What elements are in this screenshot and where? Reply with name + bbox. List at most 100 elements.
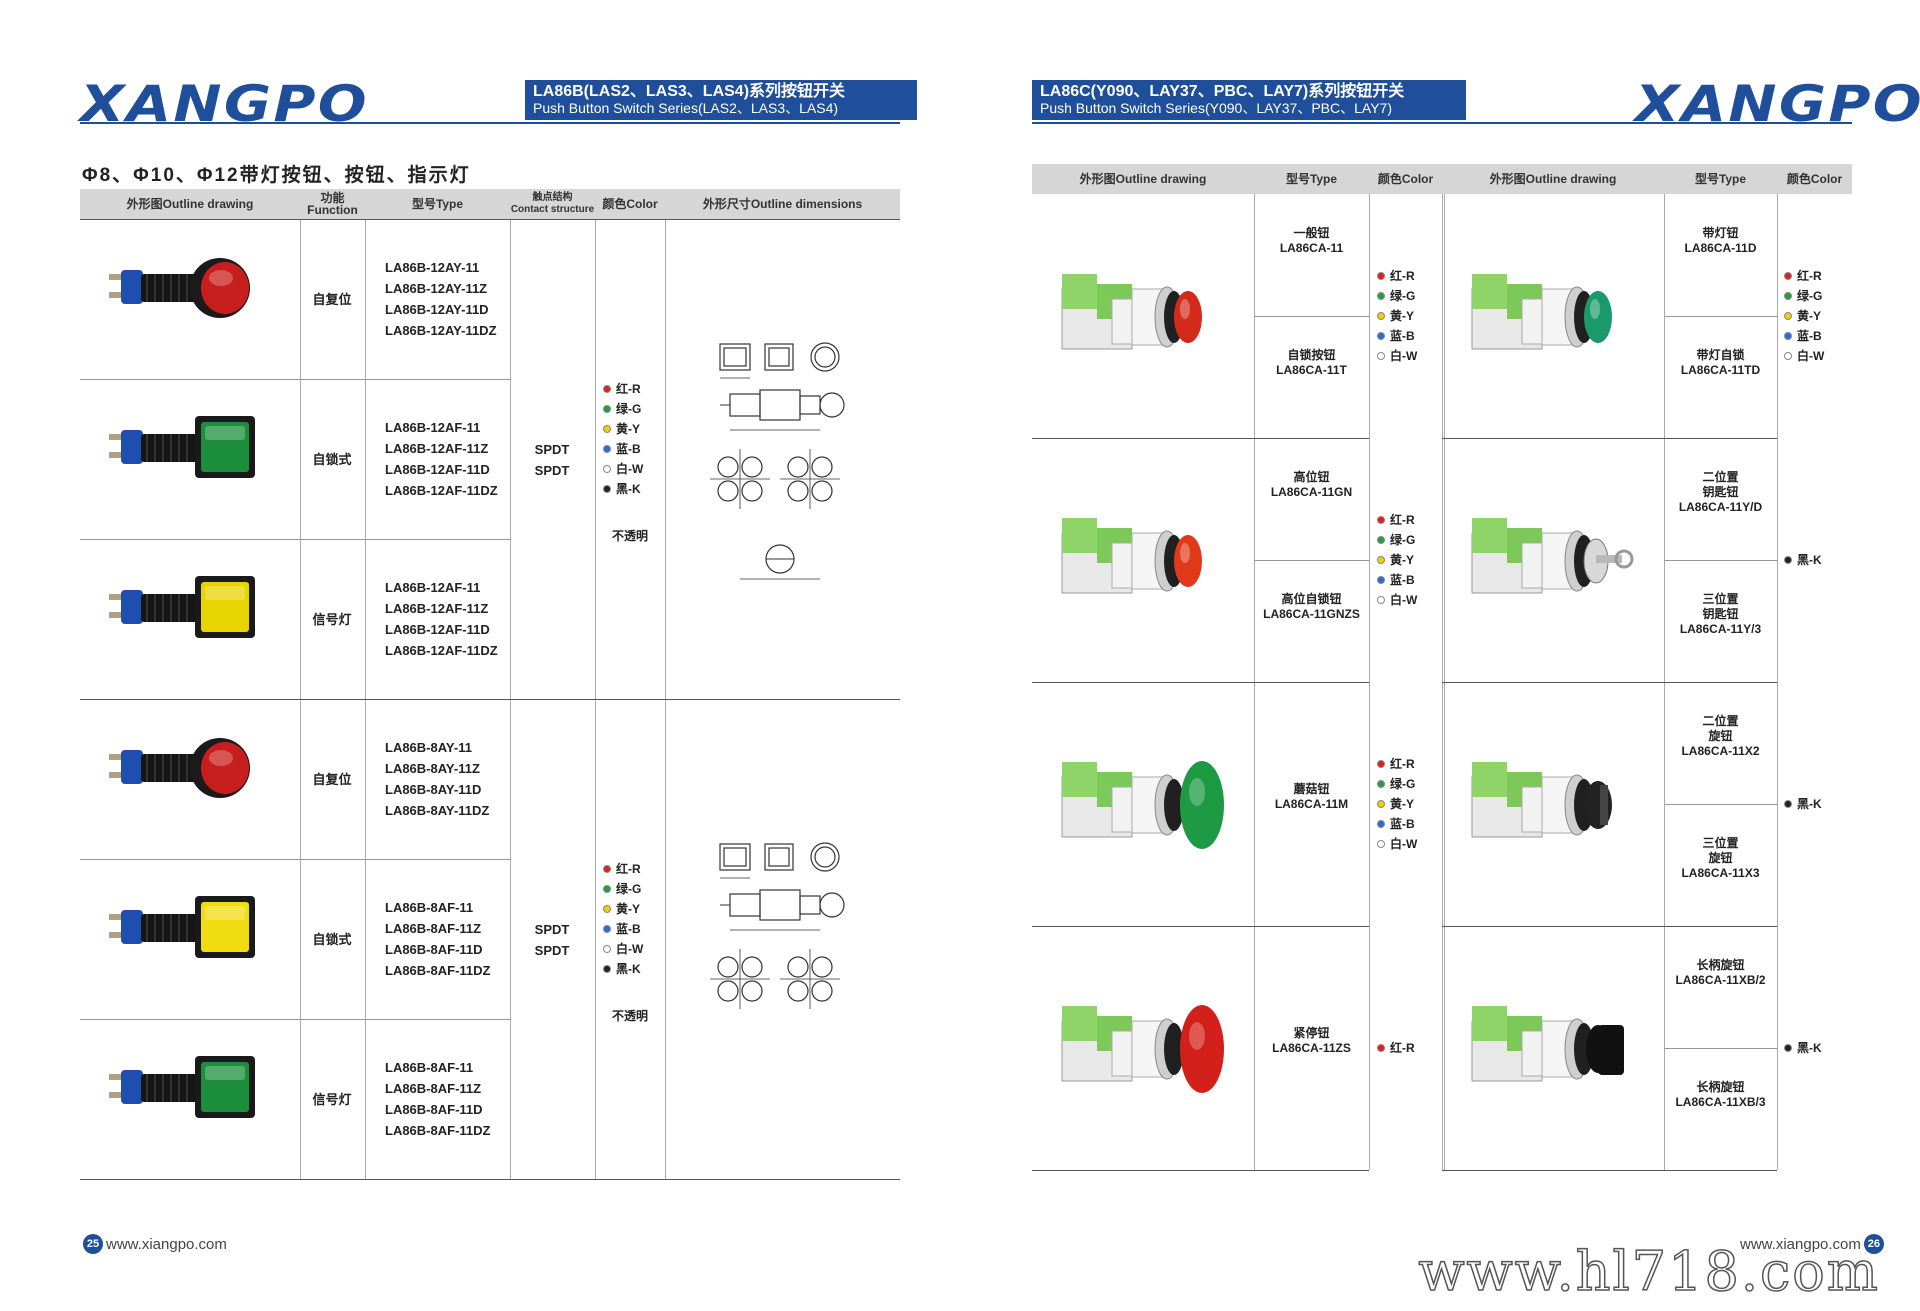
color-swatch-icon	[1377, 312, 1385, 320]
product-photo	[109, 416, 255, 478]
color-option: 黄-Y	[1784, 306, 1824, 326]
row-function: 自锁式	[312, 452, 352, 467]
color-list: 黑-K	[1784, 550, 1822, 570]
header-rule	[80, 122, 900, 124]
right-page: LA86C(Y090、LAY37、PBC、LAY7)系列按钮开关 Push Bu…	[960, 0, 1920, 1311]
color-option: 白-W	[1377, 834, 1417, 854]
type-line: LA86CA-11X3	[1681, 866, 1760, 880]
color-option: 白-W	[1377, 346, 1417, 366]
type-line: LA86CA-11XB/3	[1675, 1095, 1766, 1109]
contact-value: SPDT	[534, 463, 570, 478]
header-outline: 外形图Outline drawing	[1079, 172, 1207, 186]
color-option: 蓝-B	[603, 919, 643, 939]
color-swatch-icon	[1377, 840, 1385, 848]
type-code: LA86B-12AF-11D	[385, 462, 490, 477]
color-swatch-icon	[1377, 556, 1385, 564]
color-label: 红-R	[616, 862, 641, 876]
type-line: 蘑菇钮	[1293, 782, 1330, 796]
footer-left: 25 www.xiangpo.com	[80, 1234, 227, 1254]
color-label: 绿-G	[1390, 289, 1416, 303]
product-photo	[1061, 274, 1202, 350]
color-list: 黑-K	[1784, 794, 1822, 814]
color-option: 蓝-B	[1377, 814, 1417, 834]
type-line: LA86CA-11M	[1274, 797, 1349, 811]
type-code: LA86B-12AF-11	[385, 420, 481, 435]
color-label: 蓝-B	[1390, 573, 1415, 587]
type-code: LA86B-8AF-11D	[385, 1102, 483, 1117]
color-swatch-icon	[603, 905, 611, 913]
type-code: LA86B-12AY-11DZ	[385, 323, 497, 338]
type-line: 高位自锁钮	[1281, 592, 1342, 606]
type-line: 二位置	[1702, 714, 1739, 728]
type-code: LA86B-8AF-11DZ	[385, 1123, 491, 1138]
type-line: LA86CA-11T	[1276, 363, 1347, 377]
type-line: 一般钮	[1293, 226, 1330, 240]
banner-title-cn: LA86B(LAS2、LAS3、LAS4)系列按钮开关	[533, 83, 846, 100]
table-top-border	[80, 219, 900, 220]
type-line: LA86CA-11GN	[1270, 485, 1353, 499]
color-label: 红-R	[616, 382, 641, 396]
footer-url: www.xiangpo.com	[106, 1235, 227, 1253]
color-option: 黄-Y	[1377, 794, 1417, 814]
sub-row-divider	[1254, 316, 1369, 317]
row-divider	[1032, 1170, 1369, 1171]
color-option: 绿-G	[603, 399, 643, 419]
brand-logo: XANGPO	[80, 75, 369, 133]
color-option: 蓝-B	[1784, 326, 1824, 346]
color-swatch-icon	[1377, 576, 1385, 584]
color-swatch-icon	[1784, 332, 1792, 340]
sub-row-divider	[1254, 560, 1369, 561]
color-option: 红-R	[1377, 1038, 1415, 1058]
color-swatch-icon	[603, 965, 611, 973]
type-code: LA86B-12AF-11Z	[385, 441, 489, 456]
outline-dimension-drawing	[710, 842, 845, 1009]
color-label: 红-R	[1390, 1041, 1415, 1055]
type-code: LA86B-8AF-11D	[385, 942, 483, 957]
color-option: 白-W	[603, 459, 643, 479]
color-label: 白-W	[616, 462, 644, 476]
color-label: 蓝-B	[1390, 817, 1415, 831]
type-line: LA86CA-11D	[1684, 241, 1757, 255]
color-label: 黑-K	[1797, 797, 1822, 811]
sub-row-divider	[1664, 804, 1777, 805]
color-swatch-icon	[1784, 272, 1792, 280]
banner-title-cn: LA86C(Y090、LAY37、PBC、LAY7)系列按钮开关	[1040, 83, 1405, 100]
type-line: 自锁按钮	[1287, 348, 1336, 362]
type-code: LA86B-12AY-11	[385, 260, 480, 275]
color-swatch-icon	[1377, 332, 1385, 340]
color-option: 绿-G	[1377, 530, 1417, 550]
type-code: LA86B-8AF-11	[385, 1060, 474, 1075]
color-label: 蓝-B	[1797, 329, 1822, 343]
brand-logo: XANGPO	[1635, 75, 1920, 133]
color-swatch-icon	[1377, 536, 1385, 544]
opaque-label: 不透明	[611, 529, 648, 543]
color-option: 绿-G	[1377, 286, 1417, 306]
color-label: 黄-Y	[1390, 797, 1415, 811]
color-swatch-icon	[603, 385, 611, 393]
product-photo	[109, 1056, 255, 1118]
site-watermark: www.hl718.com	[1418, 1239, 1880, 1304]
footer-url: www.xiangpo.com	[1740, 1235, 1861, 1253]
color-swatch-icon	[1784, 312, 1792, 320]
type-line: 长柄旋钮	[1696, 1080, 1745, 1094]
color-option: 蓝-B	[603, 439, 643, 459]
type-code: LA86B-8AF-11DZ	[385, 963, 491, 978]
footer-right: www.xiangpo.com 26	[1740, 1234, 1887, 1254]
color-option: 红-R	[1784, 266, 1824, 286]
color-swatch-icon	[1784, 352, 1792, 360]
type-line: 旋钮	[1708, 729, 1733, 743]
type-line: 三位置	[1702, 592, 1739, 606]
type-code: LA86B-12AY-11Z	[385, 281, 488, 296]
color-option: 黄-Y	[1377, 550, 1417, 570]
color-swatch-icon	[1784, 1044, 1792, 1052]
section-title: Φ8、Φ10、Φ12带灯按钮、按钮、指示灯	[82, 165, 471, 186]
